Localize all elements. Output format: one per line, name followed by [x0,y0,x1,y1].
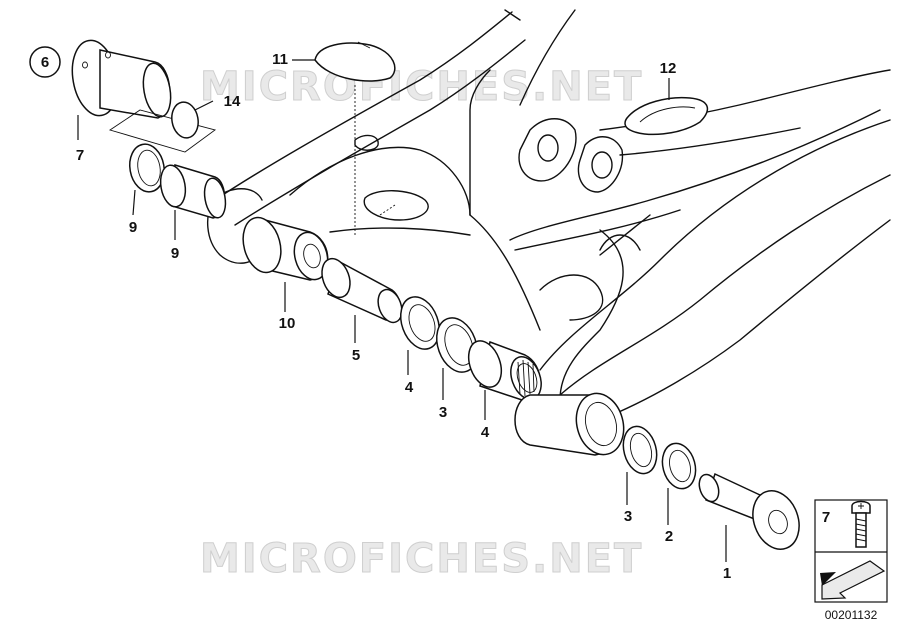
o-ring-part-14 [108,101,217,153]
swing-arm-body [207,9,891,421]
washer-part-2 [661,442,697,490]
callout-9: 9 [129,219,137,236]
pivot-pin-part-1 [698,472,800,550]
callout-13: 12 [660,60,677,77]
seal-ring-part-9 [128,143,166,193]
seal-ring-part-3-left [435,317,479,373]
callout-14: 14 [224,93,241,110]
callout-3-right: 3 [624,508,632,525]
callout-12: 11 [272,51,288,68]
callout-3-left: 3 [439,404,447,421]
callout-4: 4 [481,424,490,441]
screw-icon [851,500,871,548]
callout-10: 9 [171,245,179,262]
callout-5: 4 [405,379,414,396]
watermark-bottom: MICROFICHES.NET [200,536,643,582]
callout-11: 10 [279,315,296,332]
direction-arrow-icon [820,560,886,600]
seal-ring-part-3-right [622,425,658,475]
watermark-top: MICROFICHES.NET [200,64,643,110]
bushing-part-10 [159,164,227,219]
callout-8: 7 [76,147,84,164]
diagram-code: 00201132 [825,608,878,622]
callout-7: 6 [41,54,49,71]
pivot-bearing-housing [514,392,625,456]
leader-lines [77,59,727,562]
callout-2: 2 [665,528,673,545]
pivot-pin-part-8 [71,39,172,119]
callout-7-badge: 6 [29,46,61,78]
callout-6: 5 [352,347,360,364]
bearing-sleeve-part-11 [242,216,329,281]
cover-cap-part-12 [314,41,396,82]
spacer-part-6 [321,257,403,324]
assembly-centerline-pivot [379,204,396,216]
legend-part-number: 7 [822,509,830,526]
screw-legend-box: 7 [814,499,888,603]
washer-part-5 [399,296,441,350]
cover-cap-part-13 [624,96,709,136]
needle-bearing-part-4 [467,340,542,401]
callout-1: 1 [723,565,731,582]
